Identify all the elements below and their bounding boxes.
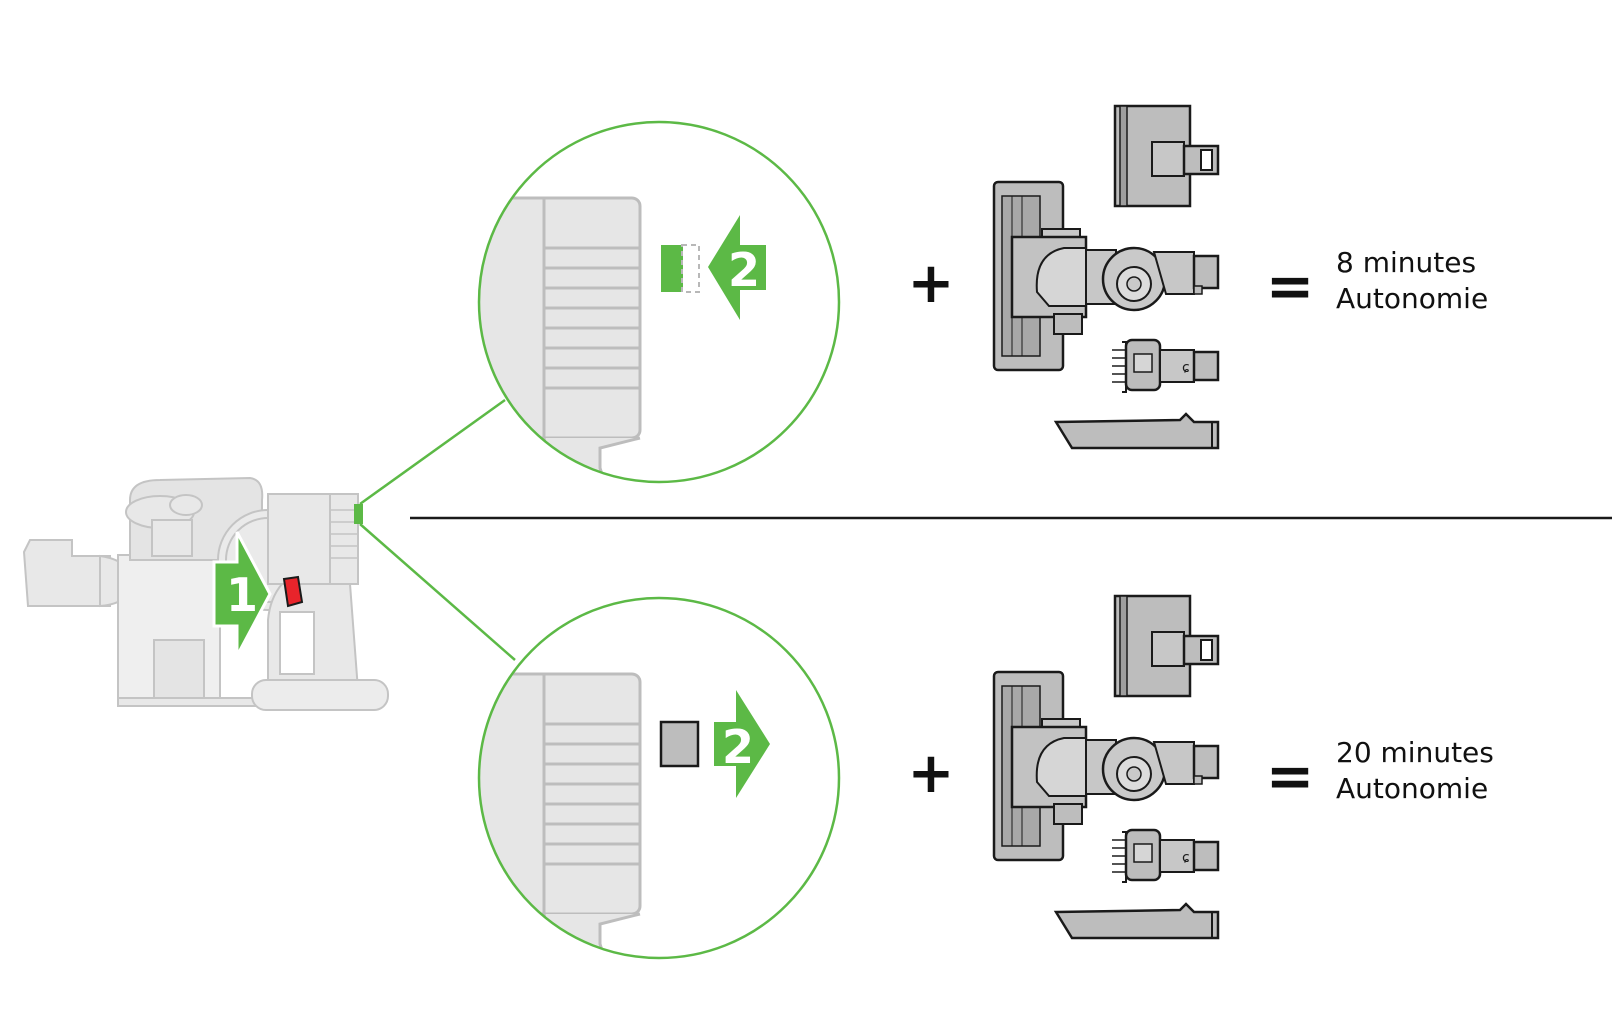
zoom-line-top (359, 398, 506, 506)
mode-switch-zoom-icon: 2 (477, 120, 841, 484)
result-top: 8 minutes Autonomie (1336, 245, 1488, 317)
zoom-line-bottom (359, 523, 516, 661)
step-1-arrow: 1 (212, 531, 272, 657)
accessory-set-top (992, 104, 1220, 450)
step-1-label: 1 (226, 568, 258, 622)
plus-sign-bottom: + (908, 741, 955, 806)
plus-sign-top: + (908, 251, 955, 316)
mode-switch-zoom-icon: 2 (477, 596, 841, 960)
result-top-minutes: 8 minutes (1336, 246, 1477, 279)
result-top-label: Autonomie (1336, 282, 1489, 315)
result-bottom: 20 minutes Autonomie (1336, 735, 1494, 807)
handheld-vacuum-icon (22, 476, 389, 711)
result-bottom-minutes: 20 minutes (1336, 736, 1494, 769)
accessory-set-bottom (992, 594, 1220, 940)
equals-sign-bottom: = (1266, 742, 1315, 810)
result-bottom-label: Autonomie (1336, 772, 1489, 805)
step-2-bottom-label: 2 (722, 720, 754, 774)
step-2-top-label: 2 (728, 243, 760, 297)
equals-sign-top: = (1266, 252, 1315, 320)
